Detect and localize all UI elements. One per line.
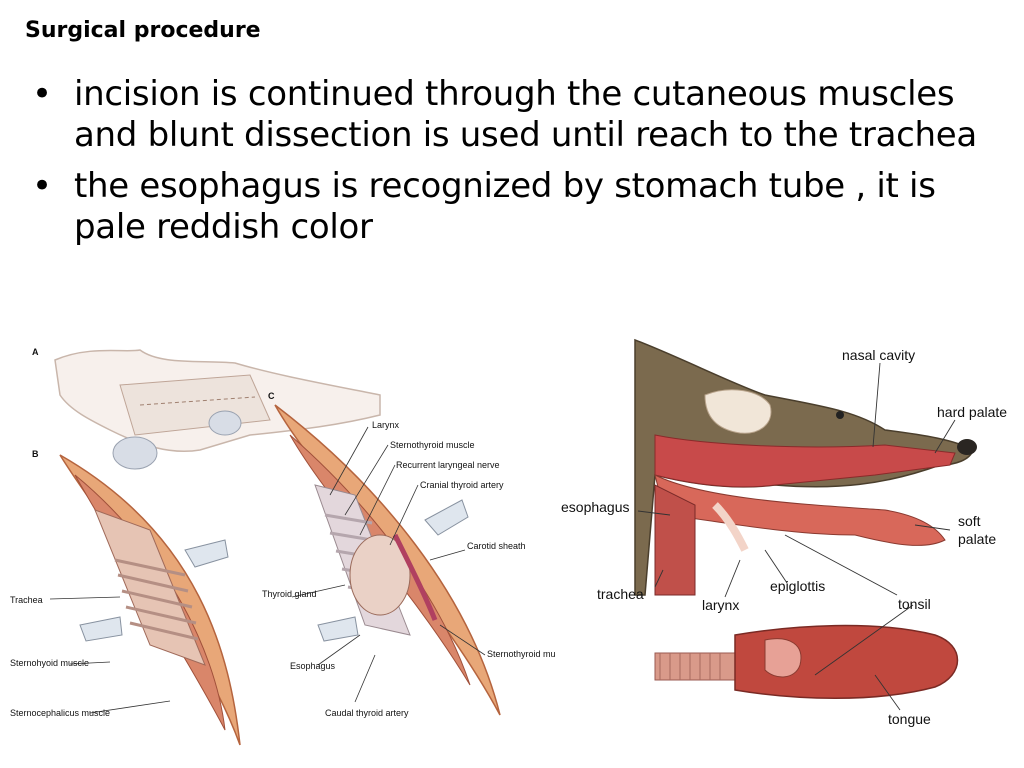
bullet-list: • incision is continued through the cuta…: [28, 74, 1003, 258]
panel-label-b: B: [32, 449, 39, 459]
label-recurrent-nerve: Recurrent laryngeal nerve: [396, 460, 500, 470]
label-thyroid-gland: Thyroid gland: [262, 589, 317, 599]
label-epiglottis: epiglottis: [770, 578, 825, 594]
label-larynx-c: Larynx: [372, 420, 400, 430]
dog-head-drawing: [634, 338, 977, 596]
tongue-drawing: [654, 624, 959, 699]
bullet-icon: •: [32, 74, 52, 114]
label-tongue: tongue: [888, 711, 931, 727]
label-sternohyoid: Sternohyoid muscle: [10, 658, 89, 668]
label-trachea-b: Trachea: [10, 595, 43, 605]
label-cranial-artery: Cranial thyroid artery: [420, 480, 504, 490]
label-hard-palate: hard palate: [937, 404, 1007, 420]
panel-b-incision: [59, 454, 241, 746]
bullet-text: incision is continued through the cutane…: [74, 74, 977, 155]
dog-anatomy-illustration: nasal cavity hard palate esophagus soft …: [561, 338, 1007, 727]
label-esophagus-c: Esophagus: [290, 661, 336, 671]
bullet-item: • the esophagus is recognized by stomach…: [28, 166, 1003, 248]
label-carotid-sheath: Carotid sheath: [467, 541, 526, 551]
bullet-text: the esophagus is recognized by stomach t…: [74, 166, 936, 247]
label-soft-palate: soft: [958, 513, 981, 529]
label-sternothyroid-top: Sternothyroid muscle: [390, 440, 475, 450]
panel-label-c: C: [268, 391, 275, 401]
label-trachea: trachea: [597, 586, 644, 602]
bullet-icon: •: [32, 166, 52, 206]
surgical-illustration: A B C Trachea Sternohyoid muscle Sternoc…: [10, 347, 555, 746]
label-nasal-cavity: nasal cavity: [842, 347, 915, 363]
label-caudal-artery: Caudal thyroid artery: [325, 708, 409, 718]
label-larynx: larynx: [702, 597, 739, 613]
label-sternothyroid-bottom: Sternothyroid muscle: [487, 649, 555, 659]
slide-title: Surgical procedure: [25, 18, 261, 43]
label-sternocephalicus: Sternocephalicus muscle: [10, 708, 110, 718]
label-soft-palate-2: palate: [958, 531, 996, 547]
bullet-item: • incision is continued through the cuta…: [28, 74, 1003, 156]
panel-label-a: A: [32, 347, 39, 357]
label-tonsil: tonsil: [898, 596, 931, 612]
label-esophagus: esophagus: [561, 499, 630, 515]
